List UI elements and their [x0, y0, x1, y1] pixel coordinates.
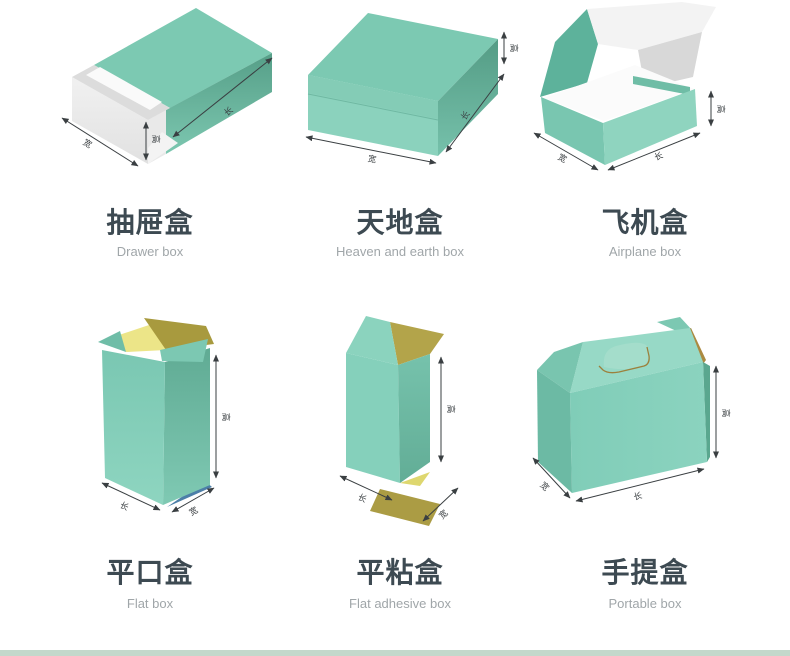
box-subtitle: Heaven and earth box	[336, 244, 464, 259]
drawer-box-faces	[72, 8, 272, 164]
width-arrow	[532, 457, 571, 499]
length-dimension: 长	[607, 132, 701, 171]
flat-adhesive-box-illustration: 高 长 宽	[339, 316, 459, 526]
length-arrow	[172, 57, 273, 138]
width-label: 宽	[538, 480, 551, 493]
airplane-box-illustration: 宽 长 高	[533, 2, 726, 171]
heaven-earth-box-illustration: 高 长 宽	[305, 13, 519, 165]
flat-box-illustration: 长 宽 高	[98, 318, 231, 518]
box-subtitle: Flat adhesive box	[349, 596, 451, 611]
width-arrow	[422, 487, 459, 522]
length-label: 长	[356, 492, 368, 505]
height-label: 高	[221, 413, 231, 422]
box-subtitle: Airplane box	[608, 244, 682, 259]
height-label: 高	[151, 135, 161, 144]
portable-box-illustration: 宽 长 高	[532, 317, 731, 503]
length-arrow	[607, 132, 701, 171]
flat-box-faces	[98, 318, 214, 507]
width-label: 宽	[187, 504, 200, 517]
portable-box-faces	[537, 317, 710, 493]
box-title: 平粘盒	[356, 557, 444, 588]
handle-tab	[603, 342, 650, 370]
height-dimension: 高	[708, 90, 726, 127]
width-label: 宽	[556, 152, 569, 165]
length-label: 长	[653, 150, 665, 163]
heaven-earth-box-faces	[307, 13, 498, 156]
box-subtitle: Flat box	[126, 596, 174, 611]
box-title: 手提盒	[601, 557, 689, 588]
height-dimension: 高	[213, 354, 231, 479]
box-title: 天地盒	[356, 207, 444, 238]
length-label: 长	[118, 500, 130, 513]
width-arrow	[305, 135, 437, 165]
width-label: 宽	[437, 507, 450, 520]
heaven-earth-box-cell: 高 长 宽 天地盒 Heaven and earth box	[280, 0, 520, 270]
length-dimension: 长	[575, 467, 705, 503]
box-title: 飞机盒	[601, 207, 689, 238]
length-arrow	[101, 482, 161, 511]
box-subtitle: Portable box	[608, 596, 682, 611]
box-subtitle: Drawer box	[116, 244, 184, 259]
portable-box-cell: 宽 长 高 手提盒 Portable box	[520, 300, 770, 656]
width-dimension: 宽	[305, 135, 437, 165]
footer-accent-rect	[0, 650, 790, 656]
flat-adhesive-box-cell: 高 长 宽 平粘盒 Flat adhesive box	[280, 300, 520, 656]
box-title: 抽屉盒	[106, 207, 194, 238]
height-dimension: 高	[143, 121, 161, 161]
airplane-box-faces	[540, 2, 716, 165]
height-label: 高	[716, 105, 726, 114]
height-label: 高	[509, 44, 519, 53]
width-arrow	[533, 132, 599, 171]
height-label: 高	[721, 409, 731, 418]
airplane-box-cell: 宽 长 高 飞机盒 Airplane box	[520, 0, 770, 270]
footer-accent-bar	[0, 650, 790, 656]
length-arrow	[339, 475, 393, 501]
handle-cutout-line	[598, 346, 650, 374]
height-dimension: 高	[713, 365, 731, 459]
box-title: 平口盒	[106, 557, 194, 588]
width-arrow	[61, 117, 139, 167]
height-dimension: 高	[438, 356, 456, 463]
flat-adhesive-box-faces	[346, 316, 444, 526]
length-arrow	[575, 467, 705, 503]
length-label: 长	[632, 490, 643, 502]
width-label: 宽	[367, 153, 378, 165]
height-dimension: 高	[501, 31, 519, 65]
height-label: 高	[446, 405, 456, 414]
width-label: 宽	[81, 137, 94, 150]
flat-box-cell: 长 宽 高 平口盒 Flat box	[10, 300, 290, 656]
width-arrow	[171, 487, 215, 513]
drawer-box-cell: 宽 高 长 抽屉盒 Drawer box	[10, 0, 290, 270]
length-arrow	[445, 73, 505, 153]
drawer-box-illustration: 宽 高 长	[61, 8, 273, 167]
